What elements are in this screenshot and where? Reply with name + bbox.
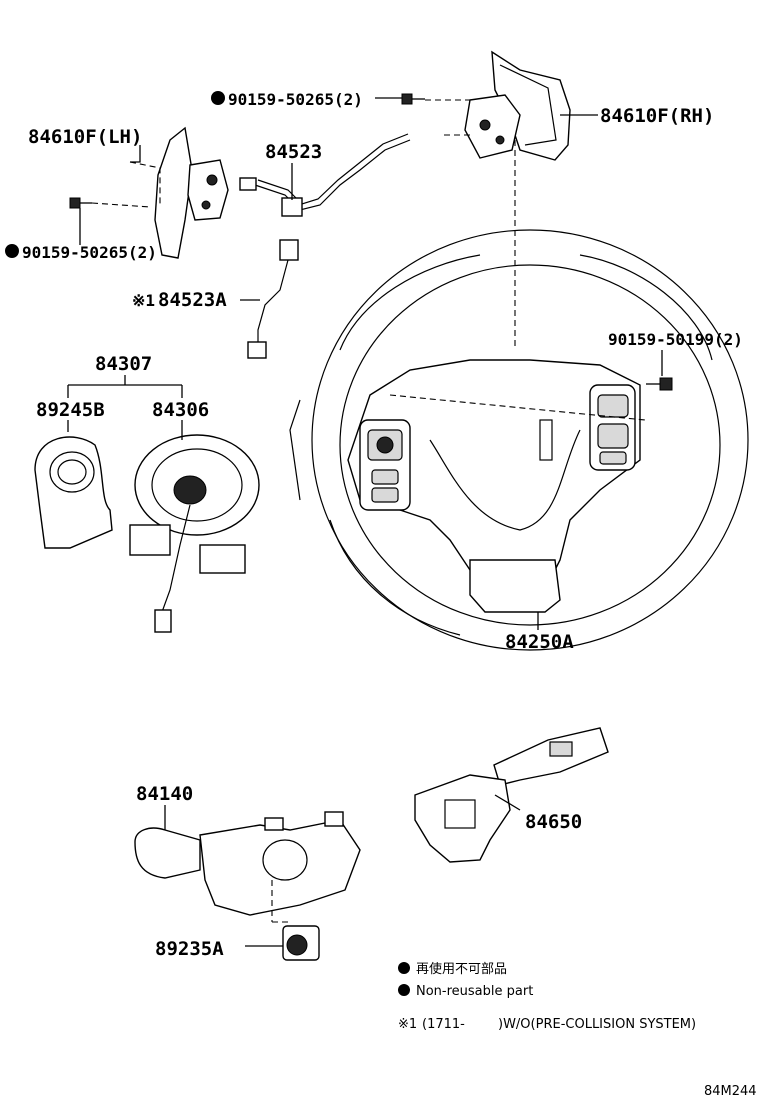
- footnote-start: (1711-: [422, 1017, 465, 1032]
- non-reusable-marker-icon: [398, 984, 410, 996]
- legend: 再使用不可部品 Non-reusable part ※1 (1711- )W/O…: [398, 961, 696, 1032]
- part-labels: 90159-50265(2) 84610F(RH) 84610F(LH) 845…: [5, 90, 743, 960]
- label-84523a: 84523A: [158, 289, 227, 311]
- steering-sensor-89235a[interactable]: [282, 925, 320, 961]
- non-reusable-marker-icon: [5, 244, 19, 258]
- screw-top[interactable]: [401, 93, 425, 105]
- label-89245b: 89245B: [36, 399, 105, 421]
- wire-harness-84523a[interactable]: [247, 239, 299, 359]
- label-84523: 84523: [265, 141, 322, 163]
- label-90159-50265-left: 90159-50265(2): [22, 243, 157, 262]
- label-90159-50199: 90159-50199(2): [608, 330, 743, 349]
- label-84140: 84140: [136, 783, 193, 805]
- label-84250a: 84250A: [505, 631, 574, 653]
- footnote-text: )W/O(PRE-COLLISION SYSTEM): [498, 1017, 696, 1032]
- label-84610f-lh: 84610F(LH): [28, 126, 142, 148]
- non-reusable-marker-icon: [211, 91, 225, 105]
- label-89235a: 89235A: [155, 938, 224, 960]
- spiral-cable-84306[interactable]: [129, 434, 260, 633]
- wire-harness-84523[interactable]: [239, 133, 411, 217]
- diagram-code: 84M244: [704, 1084, 757, 1099]
- footnote-mark: ※1: [398, 1017, 417, 1032]
- wiper-switch-84650[interactable]: [414, 727, 609, 863]
- label-84610f-rh: 84610F(RH): [600, 105, 714, 127]
- label-90159-50265-top: 90159-50265(2): [228, 90, 363, 109]
- screw-right[interactable]: [646, 377, 673, 391]
- spiral-cable-cover-89245b[interactable]: [34, 436, 113, 549]
- legend-non-reusable-en: Non-reusable part: [416, 984, 533, 999]
- paddle-shifter-lh[interactable]: [154, 126, 229, 259]
- turn-signal-switch-84140[interactable]: [134, 811, 361, 916]
- non-reusable-marker-icon: [398, 962, 410, 974]
- paddle-shifter-rh[interactable]: [464, 50, 571, 161]
- label-84523a-prefix: ※1: [132, 291, 155, 310]
- label-84307: 84307: [95, 353, 152, 375]
- legend-non-reusable-jp: 再使用不可部品: [416, 961, 507, 977]
- screw-left[interactable]: [69, 197, 92, 209]
- steering-wheel[interactable]: [289, 229, 749, 651]
- label-84306: 84306: [152, 399, 209, 421]
- label-84650: 84650: [525, 811, 582, 833]
- leader-lines: [67, 97, 663, 947]
